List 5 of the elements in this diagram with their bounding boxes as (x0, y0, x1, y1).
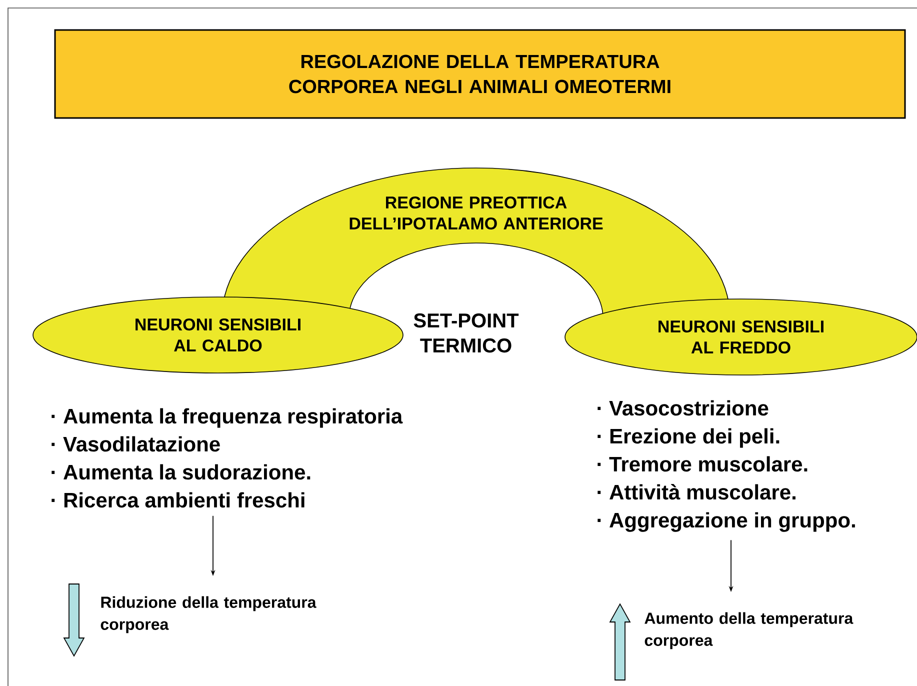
title-banner: REGOLAZIONE DELLA TEMPERATURA CORPOREA NEGLI ANIMALI OMEOTERMI (54, 29, 906, 119)
result-text: Aumento della temperatura corporea (644, 612, 854, 650)
bullet-list: · Vasocostrizione · Erezione dei peli. · Tremore muscolare. · Attività muscolare. · Aggregazione in gruppo. (598, 400, 855, 532)
bullet-list: · Aumenta la frequenza respiratoria · Vasodilatazione · Aumenta la sudorazione. · Ricerca ambienti freschi (52, 408, 403, 508)
result-text: Riduzione della temperatura corporea (100, 596, 316, 634)
